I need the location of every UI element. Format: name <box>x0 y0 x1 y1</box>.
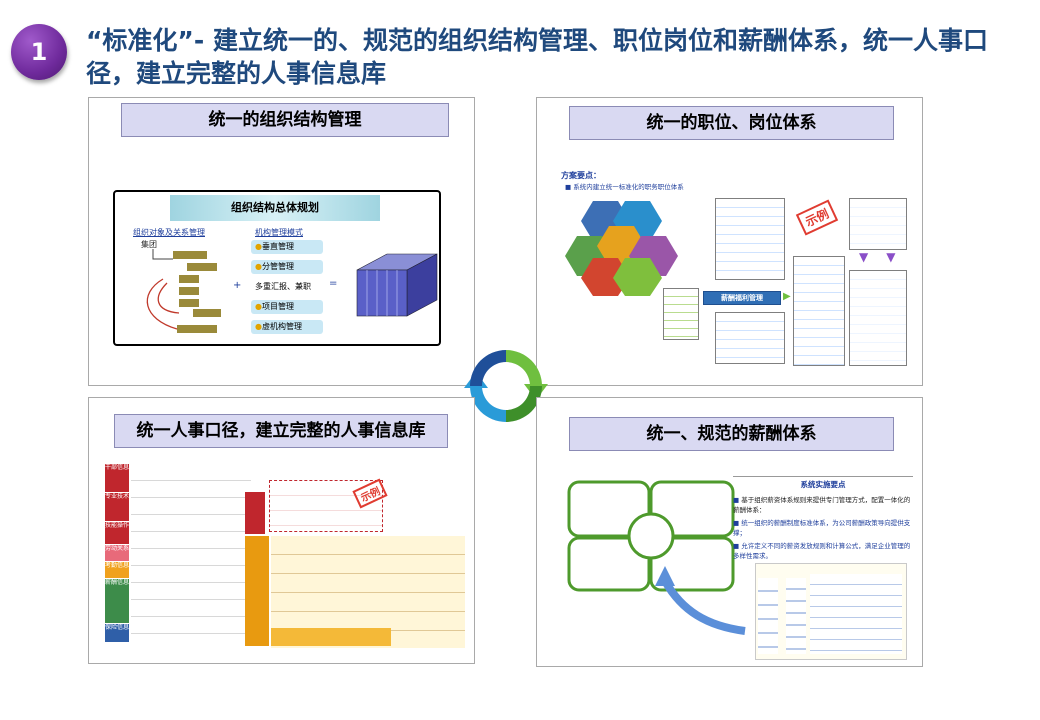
org-plan-banner-text: 组织结构总体规划 <box>231 201 319 214</box>
pay-flow-diagram <box>755 563 907 660</box>
hr-archive-column <box>245 536 269 646</box>
cycle-arrows-icon <box>464 350 548 422</box>
hr-cert-column <box>245 492 265 534</box>
org-hierarchy-diagram: 集团 <box>133 239 231 339</box>
hr-category: 技能操作 <box>105 522 129 544</box>
position-plan-bullet: ■ 系统内建立统一标准化的职务职位体系 <box>565 183 684 191</box>
hr-dashed-block <box>269 480 383 532</box>
pay-puzzle-graphic <box>567 480 735 592</box>
org-cube-graphic <box>356 253 438 317</box>
position-plan-title: 方案要点： <box>561 171 601 180</box>
org-node-bar <box>179 299 199 307</box>
org-node: 集团 <box>141 240 157 249</box>
plus-icon: + <box>233 280 242 291</box>
pay-curved-arrow <box>655 566 746 635</box>
minus-icon: = <box>329 278 338 289</box>
page-title: “标准化”- 建立统一的、规范的组织结构管理、职位岗位和薪酬体系，统一人事口径，… <box>86 26 988 88</box>
pay-flow-column-mid <box>786 578 806 654</box>
pay-summary: 系统实施要点 ■ 基于组织薪资体系规则来提供专门管理方式，配置一体化的薪酬体系：… <box>733 476 913 560</box>
org-modes-list: ●垂直管理 ●分管管理 多重汇报、兼职 ●项目管理 ●虚机构管理 <box>251 240 323 334</box>
hr-info-title: 统一人事口径，建立完整的人事信息库 <box>114 414 448 448</box>
org-structure-title: 统一的组织结构管理 <box>121 103 449 137</box>
pay-summary-point: ■ 统一组织的薪酬制度标准体系，为公司薪酬政策导向提供支撑； <box>733 519 911 537</box>
right-arrow-icon: ▶ <box>783 291 791 302</box>
org-mode-item: 多重汇报、兼职 <box>251 280 323 294</box>
position-table-right <box>793 256 845 366</box>
salary-management-label: 薪酬福利管理 <box>721 294 763 302</box>
hr-category: 保险信息 <box>105 624 129 642</box>
position-table-mid-bottom <box>715 312 785 364</box>
position-table-far-right-bottom <box>849 270 907 366</box>
pay-summary-point: ■ 允许定义不同的薪资发放规则和计算公式，满足企业管理的多样性需求。 <box>733 542 911 560</box>
org-mode-item: ●项目管理 <box>251 300 323 314</box>
org-modes-heading: 机构管理模式 <box>255 228 303 237</box>
org-node-bar <box>193 309 221 317</box>
org-mode-item: ●分管管理 <box>251 260 323 274</box>
pay-flow-grid <box>810 574 902 654</box>
position-system-panel: 统一的职位、岗位体系 方案要点： ■ 系统内建立统一标准化的职务职位体系 薪酬福… <box>536 97 923 386</box>
hr-category-column: 干部信息 专业技术 技能操作 劳动关系 考勤信息 薪酬信息 保险信息 <box>105 464 129 644</box>
org-mode-item: ●垂直管理 <box>251 240 323 254</box>
pay-summary-title: 系统实施要点 <box>733 476 913 490</box>
org-node-bar <box>179 287 199 295</box>
hr-category: 薪酬信息 <box>105 579 129 623</box>
down-arrows-icon: ▼▼ <box>859 250 914 264</box>
pay-system-title: 统一、规范的薪酬体系 <box>569 417 894 451</box>
org-plan-banner: 组织结构总体规划 <box>170 195 380 221</box>
position-table-left <box>663 288 699 340</box>
example-stamp: 示例 <box>795 199 839 236</box>
salary-management-box: 薪酬福利管理 <box>703 291 781 305</box>
hr-info-panel: 统一人事口径，建立完整的人事信息库 干部信息 专业技术 技能操作 劳动关系 考勤… <box>88 397 475 664</box>
position-system-title: 统一的职位、岗位体系 <box>569 106 894 140</box>
hr-info-grid: 干部信息 专业技术 技能操作 劳动关系 考勤信息 薪酬信息 保险信息 示例 <box>105 464 465 654</box>
org-node-bar <box>173 251 207 259</box>
position-hexagon-graphic <box>565 201 678 296</box>
position-table-mid <box>715 198 785 280</box>
pay-flow-column-left <box>758 578 778 654</box>
position-table-far-right <box>849 198 907 250</box>
org-structure-panel: 统一的组织结构管理 组织结构总体规划 组织对象及关系管理 集团 + 机构管理模式… <box>88 97 475 386</box>
org-node-bar <box>177 325 217 333</box>
org-relation-arrows <box>146 249 180 330</box>
pay-summary-point: ■ 基于组织薪资体系规则来提供专门管理方式，配置一体化的薪酬体系： <box>733 496 911 514</box>
hr-category: 干部信息 <box>105 464 129 492</box>
hr-category: 专业技术 <box>105 493 129 521</box>
org-node-bar <box>179 275 199 283</box>
org-mode-item: ●虚机构管理 <box>251 320 323 334</box>
org-plan-figure: 组织结构总体规划 组织对象及关系管理 集团 + 机构管理模式 ●垂直管理 ●分管… <box>113 190 441 346</box>
org-node-bar <box>187 263 217 271</box>
hr-category: 劳动关系 <box>105 545 129 561</box>
pay-system-panel: 统一、规范的薪酬体系 系统实施要点 ■ 基于组织薪资体系规则来提供专门管理方式，… <box>536 397 923 667</box>
hr-category: 考勤信息 <box>105 562 129 578</box>
hr-grid-left <box>131 464 251 644</box>
org-objects-heading: 组织对象及关系管理 <box>133 228 205 237</box>
hr-archive-bottom <box>271 628 391 646</box>
section-number-badge: 1 <box>11 24 67 80</box>
